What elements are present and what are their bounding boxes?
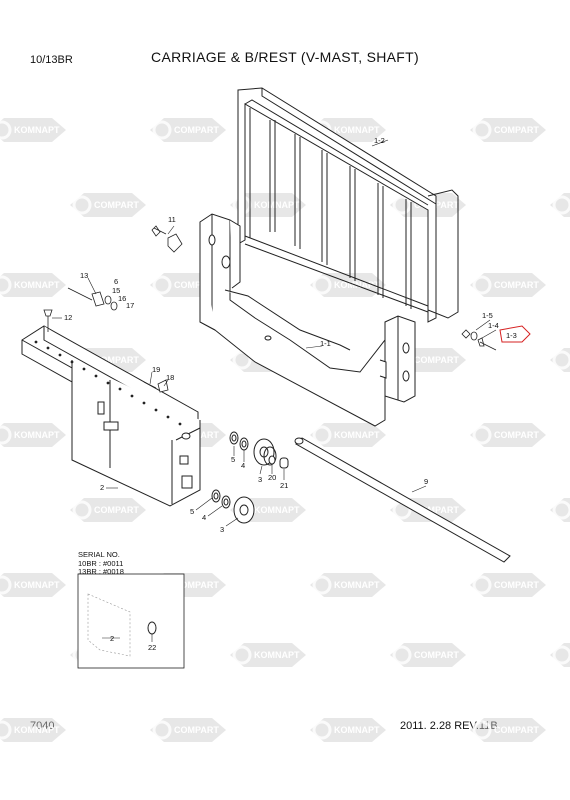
watermark-text: COMPART xyxy=(494,725,539,735)
part-label-12: 12 xyxy=(64,313,72,322)
part-label-15: 15 xyxy=(112,286,120,295)
part-label-4a: 4 xyxy=(241,461,245,470)
watermark-tile: COMPART xyxy=(70,498,146,522)
watermark-text: KOMNAPT xyxy=(254,650,300,660)
back-rest-frame[interactable] xyxy=(237,87,459,323)
part-label-18: 18 xyxy=(166,373,174,382)
part-label-5a: 5 xyxy=(231,455,235,464)
part-label-6: 6 xyxy=(114,277,118,286)
serial-line: 13BR : #0018 xyxy=(78,567,124,576)
watermark-tile: KOMNAPT xyxy=(310,423,386,447)
part-label-1-1: 1-1 xyxy=(320,339,331,348)
watermark-text: COMPART xyxy=(414,650,459,660)
page-title: CARRIAGE & B/REST (V-MAST, SHAFT) xyxy=(151,49,419,65)
watermark-text: COMPART xyxy=(414,505,459,515)
inset-part-label-2: 2 xyxy=(110,634,114,643)
watermark-text: COMPART xyxy=(414,355,459,365)
watermark-tile: COMPART xyxy=(70,193,146,217)
watermark-tile: KOMNAPT xyxy=(0,718,66,742)
watermark-tile: KOMNAPT xyxy=(550,193,570,217)
part-label-17: 17 xyxy=(126,301,134,310)
watermark-text: KOMNAPT xyxy=(254,200,300,210)
inset-part-label-22: 22 xyxy=(148,643,156,652)
part-label-1-4: 1-4 xyxy=(488,321,499,330)
watermark-text: COMPART xyxy=(494,430,539,440)
watermark-text: COMPART xyxy=(174,725,219,735)
watermark-tile: KOMNAPT xyxy=(0,573,66,597)
watermark-text: COMPART xyxy=(94,355,139,365)
part-label-16: 16 xyxy=(118,294,126,303)
watermark-tile: KOMNAPT xyxy=(310,718,386,742)
part-label-13: 13 xyxy=(80,271,88,280)
part-label-9: 9 xyxy=(424,477,428,486)
watermark-text: COMPART xyxy=(174,125,219,135)
watermark-text: KOMNAPT xyxy=(334,580,380,590)
watermark-tile: KOMNAPT xyxy=(310,273,386,297)
shaft[interactable] xyxy=(294,437,511,563)
watermark-tile: COMPART xyxy=(470,118,546,142)
watermark-tile: KOMNAPT xyxy=(0,118,66,142)
part-label-21: 21 xyxy=(280,481,288,490)
part-label-5b: 5 xyxy=(190,507,194,516)
part-label-2: 2 xyxy=(100,483,104,492)
leader-lines xyxy=(52,139,497,527)
watermark-tile: KOMNAPT xyxy=(550,348,570,372)
rollers-and-washers[interactable] xyxy=(211,431,289,524)
watermark-text: KOMNAPT xyxy=(14,430,60,440)
lower-carriage[interactable] xyxy=(21,325,201,507)
small-hardware[interactable] xyxy=(43,225,497,393)
part-label-3a: 3 xyxy=(258,475,262,484)
model-label: 10/13BR xyxy=(30,54,73,66)
watermark-text: KOMNAPT xyxy=(14,280,60,290)
watermark-text: KOMNAPT xyxy=(14,125,60,135)
watermark-tile: KOMNAPT xyxy=(0,423,66,447)
watermark-text: KOMNAPT xyxy=(334,725,380,735)
watermark-tile: COMPART xyxy=(150,718,226,742)
watermark-text: KOMNAPT xyxy=(334,430,380,440)
part-label-1-3: 1-3 xyxy=(506,331,517,340)
watermark-text: COMPART xyxy=(494,280,539,290)
part-label-20: 20 xyxy=(268,473,276,482)
watermark-tile: COMPART xyxy=(150,118,226,142)
watermark-text: COMPART xyxy=(494,580,539,590)
serial-heading: SERIAL NO. xyxy=(78,550,120,559)
watermark-tile: COMPART xyxy=(470,273,546,297)
watermark-tile: KOMNAPT xyxy=(310,573,386,597)
part-label-11: 11 xyxy=(168,215,176,224)
part-label-19: 19 xyxy=(152,365,160,374)
watermark-text: KOMNAPT xyxy=(14,580,60,590)
serial-note: SERIAL NO. 10BR : #0011 13BR : #0018 xyxy=(78,550,124,577)
watermark-tile: KOMNAPT xyxy=(550,498,570,522)
watermark-tile: COMPART xyxy=(470,573,546,597)
watermark-text: KOMNAPT xyxy=(334,280,380,290)
watermark-tile: COMPART xyxy=(470,423,546,447)
watermark-text: COMPART xyxy=(174,280,219,290)
watermark-text: COMPART xyxy=(174,580,219,590)
watermark-text: KOMNAPT xyxy=(14,725,60,735)
watermark-tile: KOMNAPT xyxy=(550,643,570,667)
part-label-4b: 4 xyxy=(202,513,206,522)
watermark-text: KOMNAPT xyxy=(254,505,300,515)
part-label-1-5: 1-5 xyxy=(482,311,493,320)
watermark-tile: COMPART xyxy=(470,718,546,742)
watermark-text: COMPART xyxy=(414,200,459,210)
page-number: 7040 xyxy=(30,720,55,732)
serial-line: 10BR : #0011 xyxy=(78,558,124,568)
watermark-tile: KOMNAPT xyxy=(230,643,306,667)
watermark-text: COMPART xyxy=(494,125,539,135)
inset-box xyxy=(77,573,185,669)
watermark-tile: COMPART xyxy=(390,643,466,667)
part-label-1-2: 1-2 xyxy=(374,136,385,145)
carriage-frame[interactable] xyxy=(199,213,416,427)
watermark-tile: KOMNAPT xyxy=(0,273,66,297)
highlight-marker xyxy=(499,325,531,343)
part-label-3b: 3 xyxy=(220,525,224,534)
watermark-text: KOMNAPT xyxy=(334,125,380,135)
watermark-text: COMPART xyxy=(94,200,139,210)
watermark-text: COMPART xyxy=(94,505,139,515)
